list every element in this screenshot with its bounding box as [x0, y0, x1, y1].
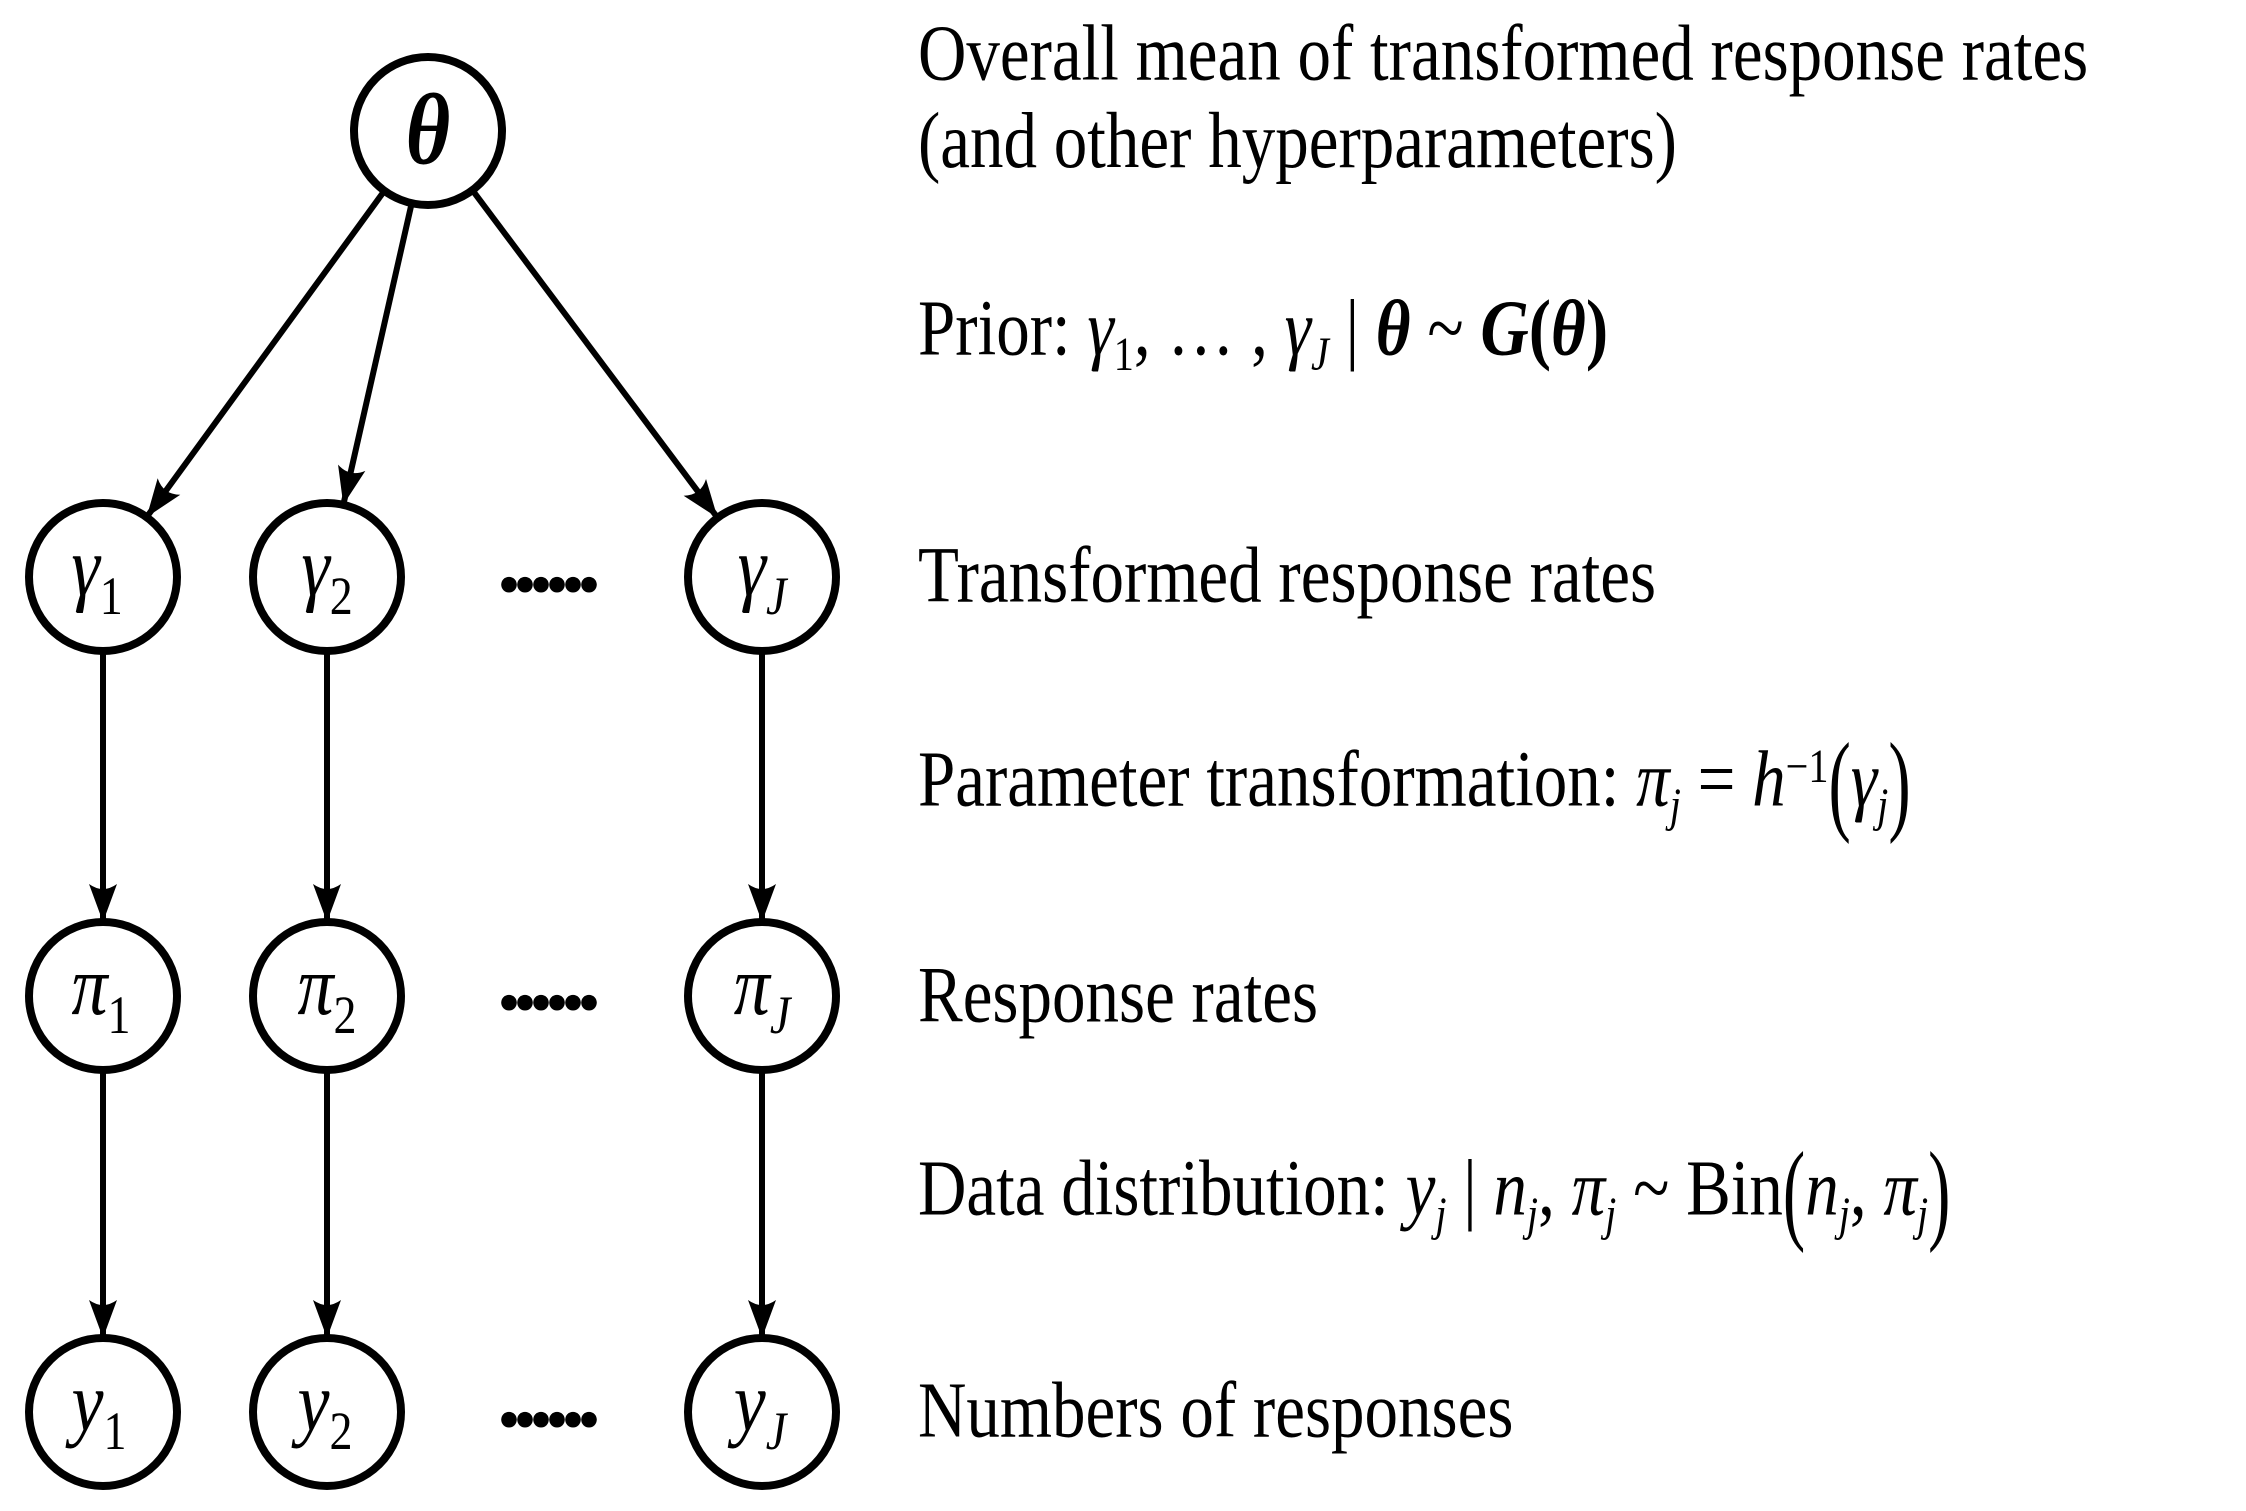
node-circle-gamma2 — [249, 499, 405, 655]
edge-theta-gamma2 — [338, 202, 415, 506]
node-gammaJ-label: γJ — [737, 519, 787, 626]
node-gamma1-label: γ1 — [71, 519, 123, 626]
ellipsis-y-row: ...... — [497, 1340, 601, 1447]
ellipsis-gamma-row: ...... — [497, 505, 601, 612]
node-piJ-label: πJ — [733, 938, 791, 1045]
node-yJ-label: yJ — [733, 1354, 787, 1461]
ellipsis-pi-row: ...... — [497, 923, 601, 1030]
annotation-prior: Prior: γ1, … , γJ | θ ~ G(θ) — [918, 285, 1609, 381]
node-circle-theta — [350, 53, 506, 209]
node-gamma2-label: γ2 — [301, 519, 353, 626]
annotation-response-rates: Response rates — [918, 952, 1319, 1040]
node-circle-y1 — [25, 1334, 181, 1490]
node-circle-yJ — [684, 1334, 840, 1490]
node-circle-y2 — [249, 1334, 405, 1490]
edge-theta-gammaJ — [469, 188, 721, 520]
node-circle-piJ — [684, 918, 840, 1074]
annotation-hyperparameters: Overall mean of transformed response rat… — [918, 10, 2089, 185]
node-pi1-label: π1 — [71, 938, 131, 1045]
node-y2-label: y2 — [297, 1354, 353, 1461]
graphical-model-svg — [25, 53, 840, 1490]
edge-theta-gamma1 — [144, 189, 387, 519]
annotation-numbers-of-responses: Numbers of responses — [918, 1367, 1514, 1455]
node-y1-label: y1 — [71, 1354, 127, 1461]
node-pi2-label: π2 — [297, 938, 357, 1045]
node-theta-label: θ — [405, 72, 451, 186]
annotation-transformed-rates: Transformed response rates — [918, 532, 1657, 620]
node-circle-pi1 — [25, 918, 181, 1074]
annotation-data-distribution: Data distribution: yj | nj, πj ~ Bin(nj,… — [918, 1129, 1951, 1254]
node-circle-pi2 — [249, 918, 405, 1074]
annotation-parameter-transformation: Parameter transformation: πj = h−1(γj) — [918, 720, 1911, 845]
node-circle-gammaJ — [684, 499, 840, 655]
node-circle-gamma1 — [25, 499, 181, 655]
